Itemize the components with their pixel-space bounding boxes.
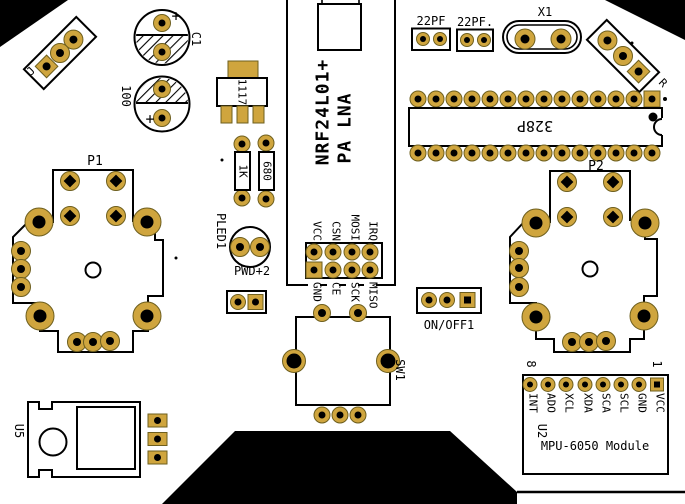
footprint-p2[interactable]: P2	[509, 159, 660, 353]
onoff1-label: ON/OFF1	[424, 318, 475, 332]
nrf-pin-sck: SCK	[349, 282, 362, 302]
r680-label: 680	[261, 161, 274, 181]
nrf-pin-miso: MISO	[367, 282, 380, 309]
mpu-pin-sca: SCA	[600, 393, 613, 413]
mpu6050-module[interactable]: INT ADO XCL XDA SCA SCL GND VCC 8 1 U2 M…	[522, 360, 669, 475]
board-corner-cut-top-left	[0, 0, 68, 47]
nrf24-module[interactable]: NRF24L01+ PA LNA VCC CSN MOSI IRQ GND	[286, 0, 396, 313]
header-2pin[interactable]	[226, 290, 267, 314]
transistor-u5[interactable]: U5	[12, 401, 168, 478]
c100-plus-mark: +	[145, 110, 154, 128]
board-cutout-bottom	[162, 431, 517, 504]
nrf-name-line1: NRF24L01+	[313, 59, 334, 166]
connector-j[interactable]: J	[22, 15, 98, 91]
mcu-328p[interactable]: 328P	[408, 90, 664, 162]
u5-mounting-hole	[38, 427, 68, 457]
u5-smd-pads	[147, 413, 168, 465]
nrf-pin-header	[305, 242, 383, 279]
pled1-label: PLED1	[214, 213, 228, 249]
switch-sw1[interactable]: SW1	[282, 304, 408, 424]
nrf-pin-irq: IRQ	[367, 221, 380, 241]
sw1-label: SW1	[393, 359, 407, 381]
mcu-notch	[653, 118, 663, 136]
mpu-pin-labels: INT ADO XCL XDA SCA SCL GND VCC	[527, 393, 667, 413]
c22a-label: 22PF	[417, 14, 446, 28]
connector-r[interactable]: R	[585, 18, 670, 94]
led-pled1[interactable]: PLED1 PWD+2	[214, 213, 271, 278]
resistor-1k[interactable]: 1K	[233, 135, 251, 207]
mpu-pin8-number: 8	[524, 360, 538, 367]
nrf-pin-vcc: VCC	[311, 221, 324, 241]
mpu-pin-scl: SCL	[618, 393, 631, 413]
u5-label: U5	[12, 424, 26, 438]
mpu-pin-vcc: VCC	[654, 393, 667, 413]
mpu-ref-label: U2	[535, 424, 549, 438]
vreg-label: 1117	[236, 79, 249, 106]
connector-r-label: R	[656, 76, 670, 90]
mcu-pin1-dot	[648, 112, 658, 122]
p2-label: P2	[588, 159, 604, 174]
mcu-pads-bottom	[409, 144, 661, 162]
p1-label: P1	[87, 154, 103, 169]
antenna-connector	[317, 3, 362, 51]
capacitor-22pf-a[interactable]: 22PF	[411, 14, 451, 51]
mpu-pin-xcl: XCL	[563, 393, 576, 413]
capacitor-c1[interactable]: + C1	[130, 7, 203, 67]
nrf-pin-mosi: MOSI	[349, 215, 362, 242]
p1-center-hole	[84, 261, 102, 279]
x1-label: X1	[538, 5, 552, 19]
p2-center-hole	[581, 260, 599, 278]
c22b-label: 22PF.	[457, 15, 493, 29]
c1-plus-mark: +	[171, 7, 180, 25]
nrf-pin-gnd: GND	[311, 282, 324, 302]
nrf-pin-ce: CE	[330, 282, 343, 295]
origin-dots	[174, 41, 667, 260]
mpu-pin-int: INT	[527, 393, 540, 413]
c100-label: 100	[119, 85, 133, 107]
mcu-label: 328P	[517, 117, 553, 135]
nrf-pin-csn: CSN	[330, 221, 343, 241]
nrf-pin-labels-bottom: GND CE SCK MISO	[308, 281, 380, 313]
crystal-x1[interactable]: X1	[502, 5, 582, 54]
capacitor-22pf-b[interactable]: 22PF.	[456, 15, 494, 52]
capacitor-100[interactable]: + 100	[119, 75, 194, 133]
board-corner-cut-top-right	[605, 0, 685, 40]
pled1-note: PWD+2	[234, 264, 270, 278]
mpu-pin-ado: ADO	[545, 393, 558, 413]
regulator-1117[interactable]: 1117	[216, 60, 268, 124]
mpu-pin1-number: 1	[650, 360, 664, 367]
c1-label: C1	[189, 32, 203, 46]
u5-body-pad-outline	[76, 406, 136, 470]
nrf-name-line2: PA LNA	[335, 92, 356, 163]
mpu-pin-gnd: GND	[636, 393, 649, 413]
power-header-onoff1[interactable]: ON/OFF1	[416, 287, 482, 332]
mpu-name-label: MPU-6050 Module	[541, 439, 649, 453]
mcu-pads-top	[409, 90, 661, 108]
resistor-680[interactable]: 680	[257, 134, 275, 208]
nrf-pin-labels-top: VCC CSN MOSI IRQ	[311, 215, 380, 242]
mpu-pin-xda: XDA	[582, 393, 595, 413]
r1k-label: 1K	[237, 164, 250, 178]
mpu-pads	[522, 377, 664, 392]
footprint-p1[interactable]: P1	[11, 154, 164, 353]
